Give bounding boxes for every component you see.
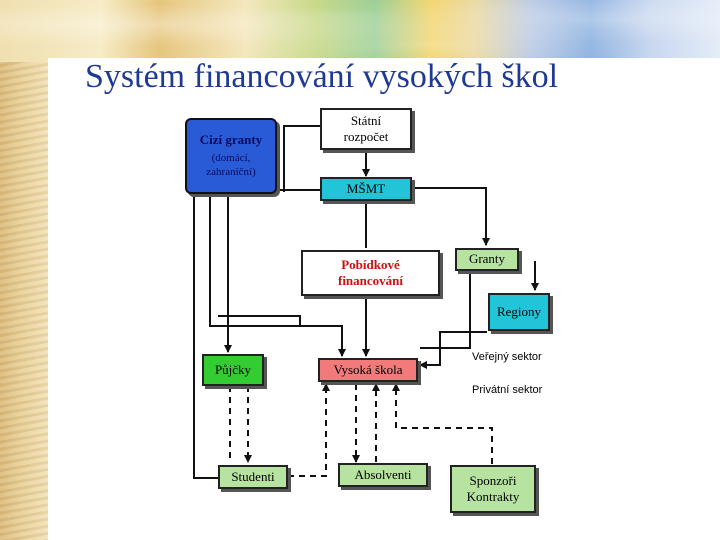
connector-msmt-granty <box>411 187 490 246</box>
cizi-granty-box: Cizí granty (domácí, zahraniční) <box>185 118 277 194</box>
connector-msmt-studenti <box>193 189 320 479</box>
decorative-top-banner <box>0 0 720 62</box>
slide-title: Systém financování vysokých škol <box>85 58 559 95</box>
sponzori-line1: Sponzoři <box>469 472 517 488</box>
connector-sponzori-vysoka <box>392 383 493 464</box>
pobidkove-line1: Pobídkové <box>341 256 400 272</box>
absolventi-label: Absolventi <box>354 466 412 482</box>
granty-label: Granty <box>468 251 506 267</box>
sponzori-box: Sponzoři Kontrakty <box>450 465 536 513</box>
connector-granty-vysoka <box>420 271 471 349</box>
sponzori-line2: Kontrakty <box>466 489 520 504</box>
studenti-label: Studenti <box>231 468 275 484</box>
pobidkove-box: Pobídkové financování <box>301 250 440 296</box>
msmt-label: MŠMT <box>346 180 386 196</box>
regiony-label: Regiony <box>496 303 542 319</box>
connector-regiony-vysoka <box>419 331 487 369</box>
cizi-granty-sub1: (domácí, <box>211 152 251 165</box>
connector-rozpocet-cizi <box>283 125 320 192</box>
decorative-left-bar <box>0 0 48 540</box>
connector-cizi-vysoka <box>209 194 346 357</box>
absolventi-box: Absolventi <box>338 463 428 487</box>
regiony-box: Regiony <box>488 293 550 331</box>
msmt-box: MŠMT <box>320 177 412 201</box>
vysoka-skola-label: Vysoká škola <box>333 361 403 377</box>
pujcky-box: Půjčky <box>202 354 264 386</box>
pobidkove-line2: financování <box>337 273 403 288</box>
connector-inner <box>218 315 301 326</box>
privatni-sektor-label: Privátní sektor <box>472 384 543 396</box>
studenti-box: Studenti <box>218 465 288 489</box>
cizi-granty-sub2: zahraniční) <box>206 166 256 179</box>
cizi-granty-title: Cizí granty <box>199 132 263 148</box>
verejny-sektor-label: Veřejný sektor <box>472 351 542 363</box>
pujcky-label: Půjčky <box>214 361 252 377</box>
statni-rozpocet-box: Státní rozpočet <box>320 108 412 150</box>
connector-studenti-vysoka <box>288 383 330 477</box>
statni-rozpocet-line2: rozpočet <box>343 129 389 144</box>
statni-rozpocet-line1: Státní <box>350 112 382 128</box>
granty-box: Granty <box>455 248 519 271</box>
vysoka-skola-box: Vysoká škola <box>318 358 418 382</box>
